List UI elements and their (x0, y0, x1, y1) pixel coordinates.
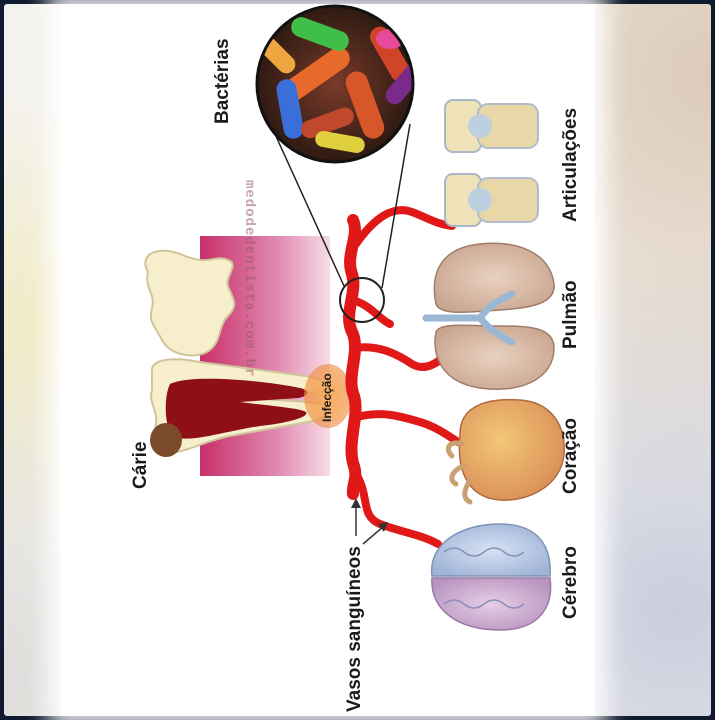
watermark-text: medodedentista.com.br (241, 180, 257, 377)
vessel-branch-heart (354, 414, 458, 442)
label-bacteria: Bactérias (212, 38, 234, 124)
main-blood-vessel (349, 220, 356, 494)
label-lung: Pulmão (560, 280, 582, 349)
joints-image (445, 100, 538, 226)
brain-image (432, 524, 551, 630)
label-brain: Cérebro (560, 546, 582, 619)
vessel-branch-brain (356, 474, 438, 544)
lungs-image (426, 243, 554, 389)
label-infection: Infecção (320, 373, 334, 422)
label-caries: Cárie (130, 441, 152, 489)
label-heart: Coração (560, 418, 582, 494)
heart-image (448, 400, 564, 502)
label-vessels: Vasos sanguíneos (344, 546, 366, 712)
caries-spot (150, 423, 182, 457)
diagram-panel: medodedentista.com.br Bactérias Articula… (60, 4, 595, 716)
diagram-canvas (60, 4, 595, 716)
vessel-branch-joints (356, 210, 452, 244)
label-joints: Articulações (560, 108, 582, 222)
magnify-line-right (382, 124, 410, 288)
arrow-vessel-2 (363, 526, 384, 544)
bacteria-bubble (251, 6, 428, 162)
vessel-branch-lung (354, 347, 440, 367)
